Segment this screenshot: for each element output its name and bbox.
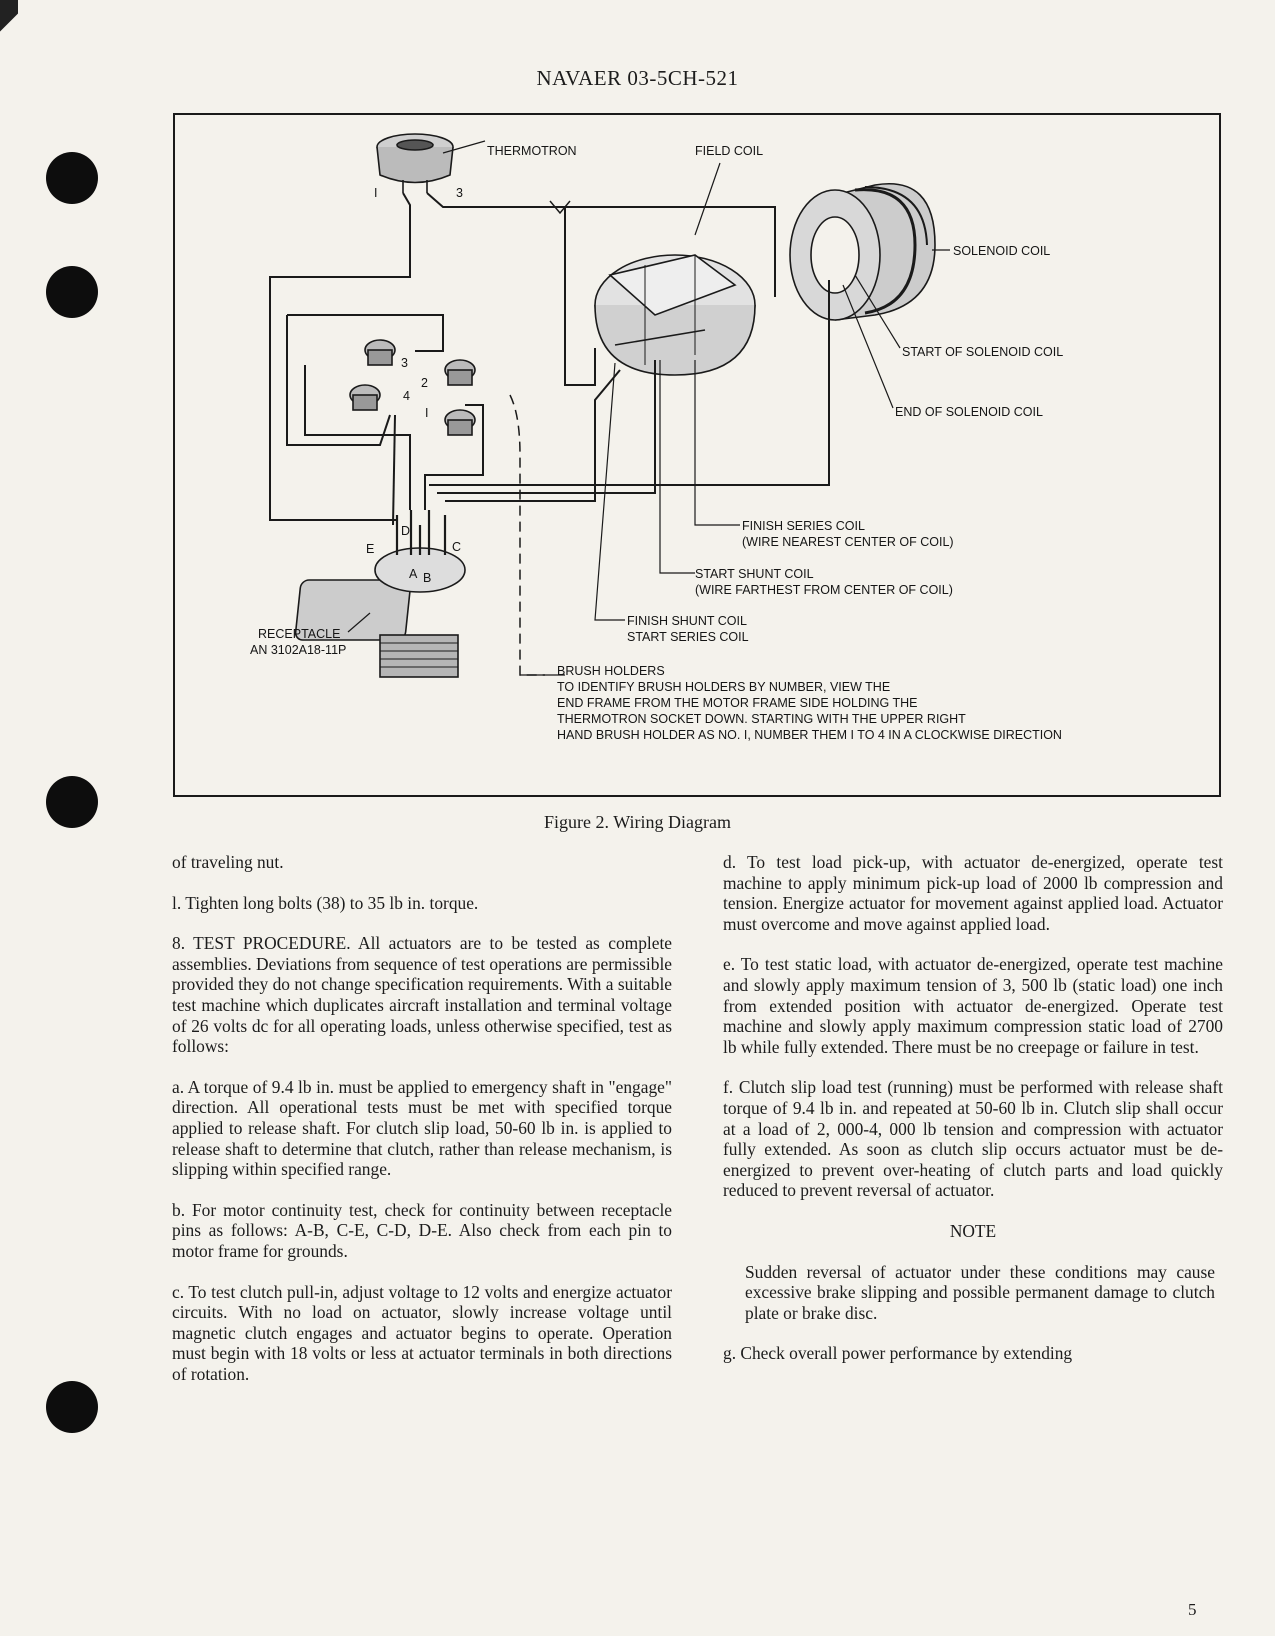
wire-harness (269, 192, 830, 526)
paragraph: e. To test static load, with actuator de… (723, 954, 1223, 1057)
paragraph: l. Tighten long bolts (38) to 35 lb in. … (172, 892, 479, 913)
label-pin-c: C (452, 540, 461, 554)
paragraph: of traveling nut. (172, 852, 284, 872)
paragraph: a. A torque of 9.4 lb in. must be applie… (172, 1076, 672, 1180)
document-number: NAVAER 03-5CH-521 (536, 66, 739, 90)
label-brush-note-2: END FRAME FROM THE MOTOR FRAME SIDE HOLD… (557, 696, 917, 710)
label-field-coil: FIELD COIL (695, 144, 763, 158)
thermotron-socket (376, 133, 454, 193)
label-finish-shunt: FINISH SHUNT COIL (627, 614, 747, 628)
label-pin-a: A (409, 567, 418, 581)
paragraph: d. To test load pick-up, with actuator d… (723, 852, 1223, 934)
label-start-series: START SERIES COIL (627, 630, 749, 644)
binder-hole (46, 776, 98, 828)
binder-hole (46, 1381, 98, 1433)
label-solenoid-coil: SOLENOID COIL (953, 244, 1050, 258)
receptacle-connector (294, 510, 466, 678)
label-pin-b: B (423, 571, 431, 585)
label-brush-1: I (425, 406, 428, 420)
paragraph: f. Clutch slip load test (running) must … (723, 1077, 1223, 1201)
label-brush-note-1: TO IDENTIFY BRUSH HOLDERS BY NUMBER, VIE… (557, 680, 890, 694)
label-brush-2: 2 (421, 376, 428, 390)
label-receptacle: RECEPTACLE (258, 627, 340, 641)
label-start-shunt: START SHUNT COIL (695, 567, 814, 581)
label-brush-holders: BRUSH HOLDERS (557, 664, 665, 678)
solenoid-coil (789, 183, 936, 321)
binder-hole (46, 152, 98, 204)
label-pin-e: E (366, 542, 374, 556)
paragraph: b. For motor continuity test, check for … (172, 1199, 672, 1261)
label-brush-note-4: HAND BRUSH HOLDER AS NO. I, NUMBER THEM … (557, 728, 1062, 742)
wiring-diagram-figure: THERMOTRON I 3 FIELD COIL SOLENOID COIL … (173, 113, 1221, 797)
label-terminal-3: 3 (456, 186, 463, 200)
binder-hole (46, 266, 98, 318)
label-thermotron: THERMOTRON (487, 144, 577, 158)
right-column: d. To test load pick-up, with actuator d… (723, 852, 1223, 1384)
paragraph: c. To test clutch pull-in, adjust voltag… (172, 1281, 672, 1384)
label-finish-series-note: (WIRE NEAREST CENTER OF COIL) (742, 535, 954, 549)
page-number: 5 (1188, 1600, 1197, 1619)
brush-holders (349, 339, 476, 436)
page-corner-mark (0, 0, 18, 60)
label-brush-note-3: THERMOTRON SOCKET DOWN. STARTING WITH TH… (557, 712, 966, 726)
label-start-shunt-note: (WIRE FARTHEST FROM CENTER OF COIL) (695, 583, 953, 597)
label-brush-4: 4 (403, 389, 410, 403)
paragraph: g. Check overall power performance by ex… (723, 1343, 1073, 1364)
label-end-solenoid: END OF SOLENOID COIL (895, 405, 1043, 419)
left-column: of traveling nut. l. Tighten long bolts … (172, 852, 672, 1404)
note-body: Sudden reversal of actuator under these … (745, 1261, 1215, 1323)
label-terminal-1: I (374, 186, 377, 200)
label-finish-series: FINISH SERIES COIL (742, 519, 865, 533)
wiring-diagram: THERMOTRON I 3 FIELD COIL SOLENOID COIL … (250, 133, 1063, 742)
paragraph: 8. TEST PROCEDURE. All actuators are to … (172, 933, 672, 1057)
label-receptacle-part: AN 3102A18-11P (250, 643, 346, 657)
figure-caption: Figure 2. Wiring Diagram (544, 812, 731, 832)
label-brush-3: 3 (401, 356, 408, 370)
label-start-solenoid: START OF SOLENOID COIL (902, 345, 1063, 359)
diagram-labels: THERMOTRON I 3 FIELD COIL SOLENOID COIL … (250, 144, 1063, 742)
note-heading: NOTE (949, 1220, 997, 1241)
field-coil (594, 254, 756, 376)
label-pin-d: D (401, 524, 410, 538)
